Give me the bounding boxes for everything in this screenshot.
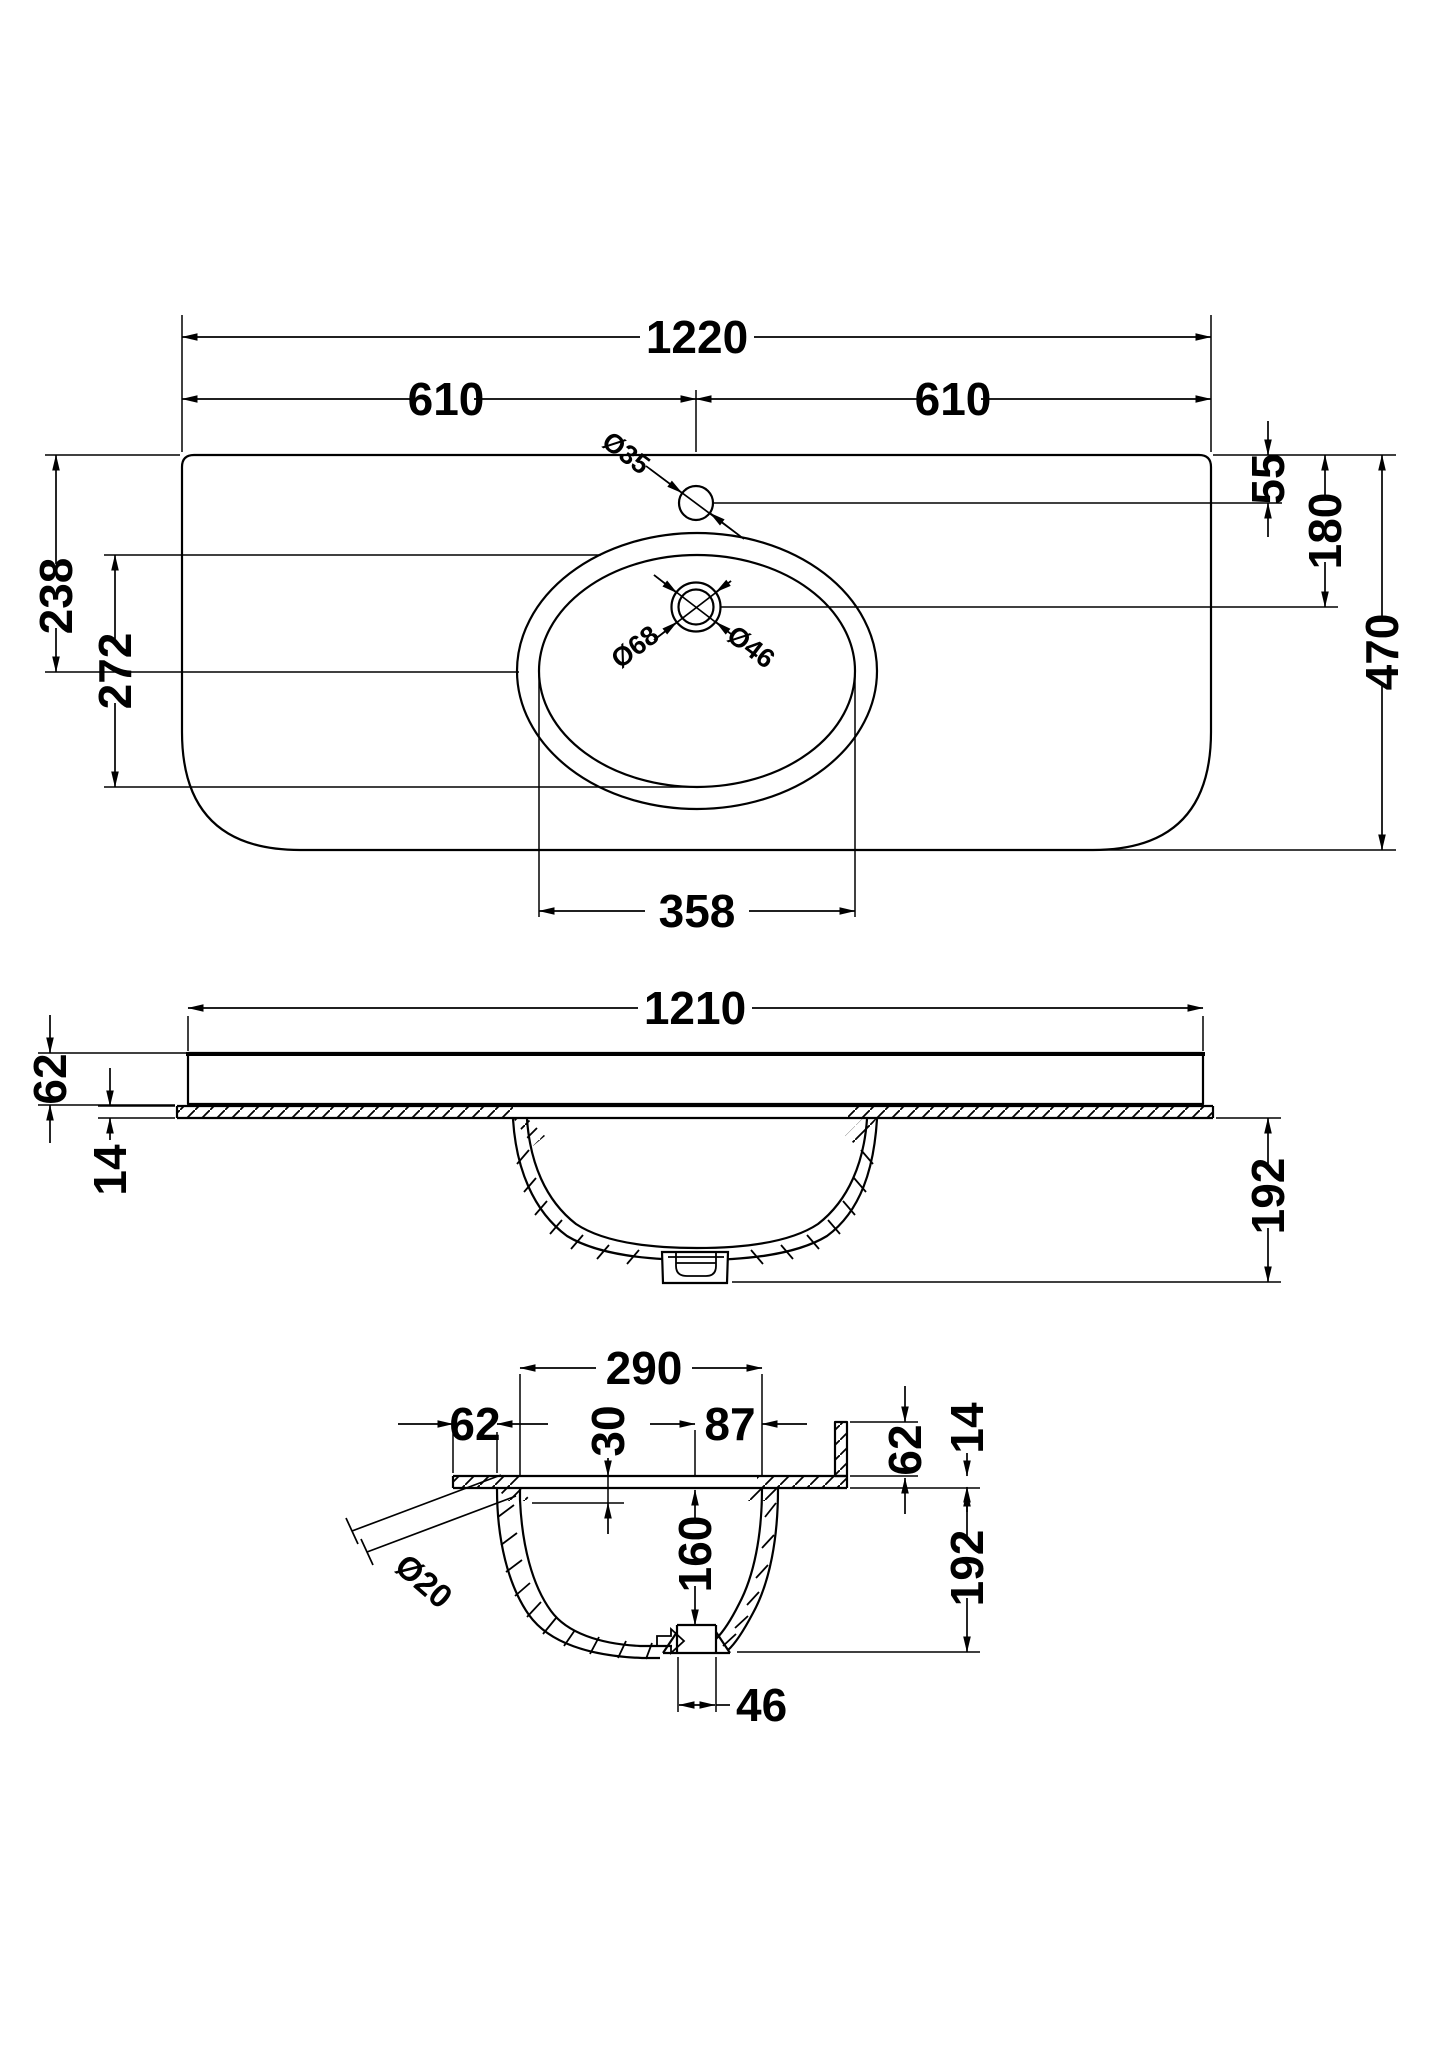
overflow-dia-label: Ø20	[388, 1547, 459, 1616]
bowl-wall-hatch-ticks	[516, 1149, 874, 1265]
drain-outer-dia-label: Ø68	[606, 620, 665, 675]
dim-610L-label: 610	[408, 373, 485, 425]
dim-87-label: 87	[704, 1398, 755, 1450]
dim-358-label: 358	[659, 885, 736, 937]
dim-30-label: 30	[582, 1405, 634, 1456]
faucet-arrow-upper	[649, 468, 683, 494]
sec-stub-left-flare	[662, 1631, 678, 1654]
sec-left-rim-wedge	[497, 1488, 531, 1501]
dim-470-label: 470	[1356, 614, 1408, 691]
drain-arrow-sw	[653, 621, 678, 641]
dim-192S-label: 192	[941, 1530, 993, 1607]
drain-arrow-se	[715, 621, 732, 635]
drain-arrow-nw	[653, 574, 678, 594]
dim-238-label: 238	[30, 558, 82, 635]
sec-upstand-outline	[833, 1420, 849, 1478]
dim-192F-label: 192	[1242, 1158, 1294, 1235]
sec-deck-hatch-right	[757, 1476, 847, 1488]
sec-wall-hatch-ticks	[497, 1502, 777, 1660]
faucet-arrow-lower	[709, 512, 741, 537]
drain-arrow-ne	[715, 579, 732, 593]
sec-right-rim-wedge	[748, 1488, 780, 1501]
drain-waste-outline	[675, 1252, 717, 1277]
deck-hatch-left	[177, 1106, 513, 1118]
dim-272-label: 272	[89, 633, 141, 710]
drain-inner-circle	[677, 588, 715, 626]
sec-bowl-outer-right	[727, 1488, 780, 1651]
sec-overflow-outlet-arrow	[656, 1626, 686, 1656]
dim-160-label: 160	[669, 1516, 721, 1593]
section-view: Ø20 290 62 87 30 160	[345, 1342, 993, 1731]
sec-bowl-inner-right	[715, 1488, 764, 1640]
sec-upstand-hatch	[835, 1422, 847, 1476]
dim-290-label: 290	[606, 1342, 683, 1394]
plan-view: Ø35 Ø68 Ø46 1220 610 61	[30, 311, 1408, 937]
dim-46-label: 46	[736, 1679, 787, 1731]
bowl-outer-wall	[511, 1118, 879, 1262]
dim-62R-label: 62	[879, 1424, 931, 1475]
dim-14F-label: 14	[84, 1144, 136, 1196]
dim-14R-label: 14	[941, 1402, 993, 1454]
dim-1210-label: 1210	[644, 982, 746, 1034]
sec-bowl-inner-wall	[518, 1489, 672, 1648]
dim-1220-label: 1220	[646, 311, 748, 363]
dim-62S-label: 62	[449, 1398, 500, 1450]
faucet-dia-label: Ø35	[597, 426, 656, 481]
bowl-right-rim-wedge	[845, 1118, 877, 1146]
overflow-tick-1	[345, 1517, 359, 1545]
front-view: 1210 62 14 192	[24, 982, 1294, 1285]
overflow-tick-2	[360, 1538, 374, 1566]
sec-deck-hatch-left	[453, 1476, 520, 1488]
dim-62F-label: 62	[24, 1053, 76, 1104]
sec-stub-right-flare	[715, 1631, 731, 1654]
overflow-leader-2	[366, 1495, 517, 1553]
countertop-outline	[180, 453, 1213, 852]
basin-outer-rim	[515, 531, 879, 811]
basin-inner-rim	[537, 553, 857, 789]
dim-180-label: 180	[1299, 493, 1351, 570]
dim-55-label: 55	[1242, 453, 1294, 504]
dim-610R-label: 610	[915, 373, 992, 425]
deck-hatch-right	[848, 1106, 1213, 1118]
drain-inner-dia-label: Ø46	[722, 620, 781, 675]
overflow-leader-1	[351, 1474, 502, 1532]
bowl-left-rim-wedge	[513, 1118, 545, 1146]
slab-outline	[186, 1051, 1205, 1106]
bowl-inner-wall	[525, 1118, 869, 1250]
